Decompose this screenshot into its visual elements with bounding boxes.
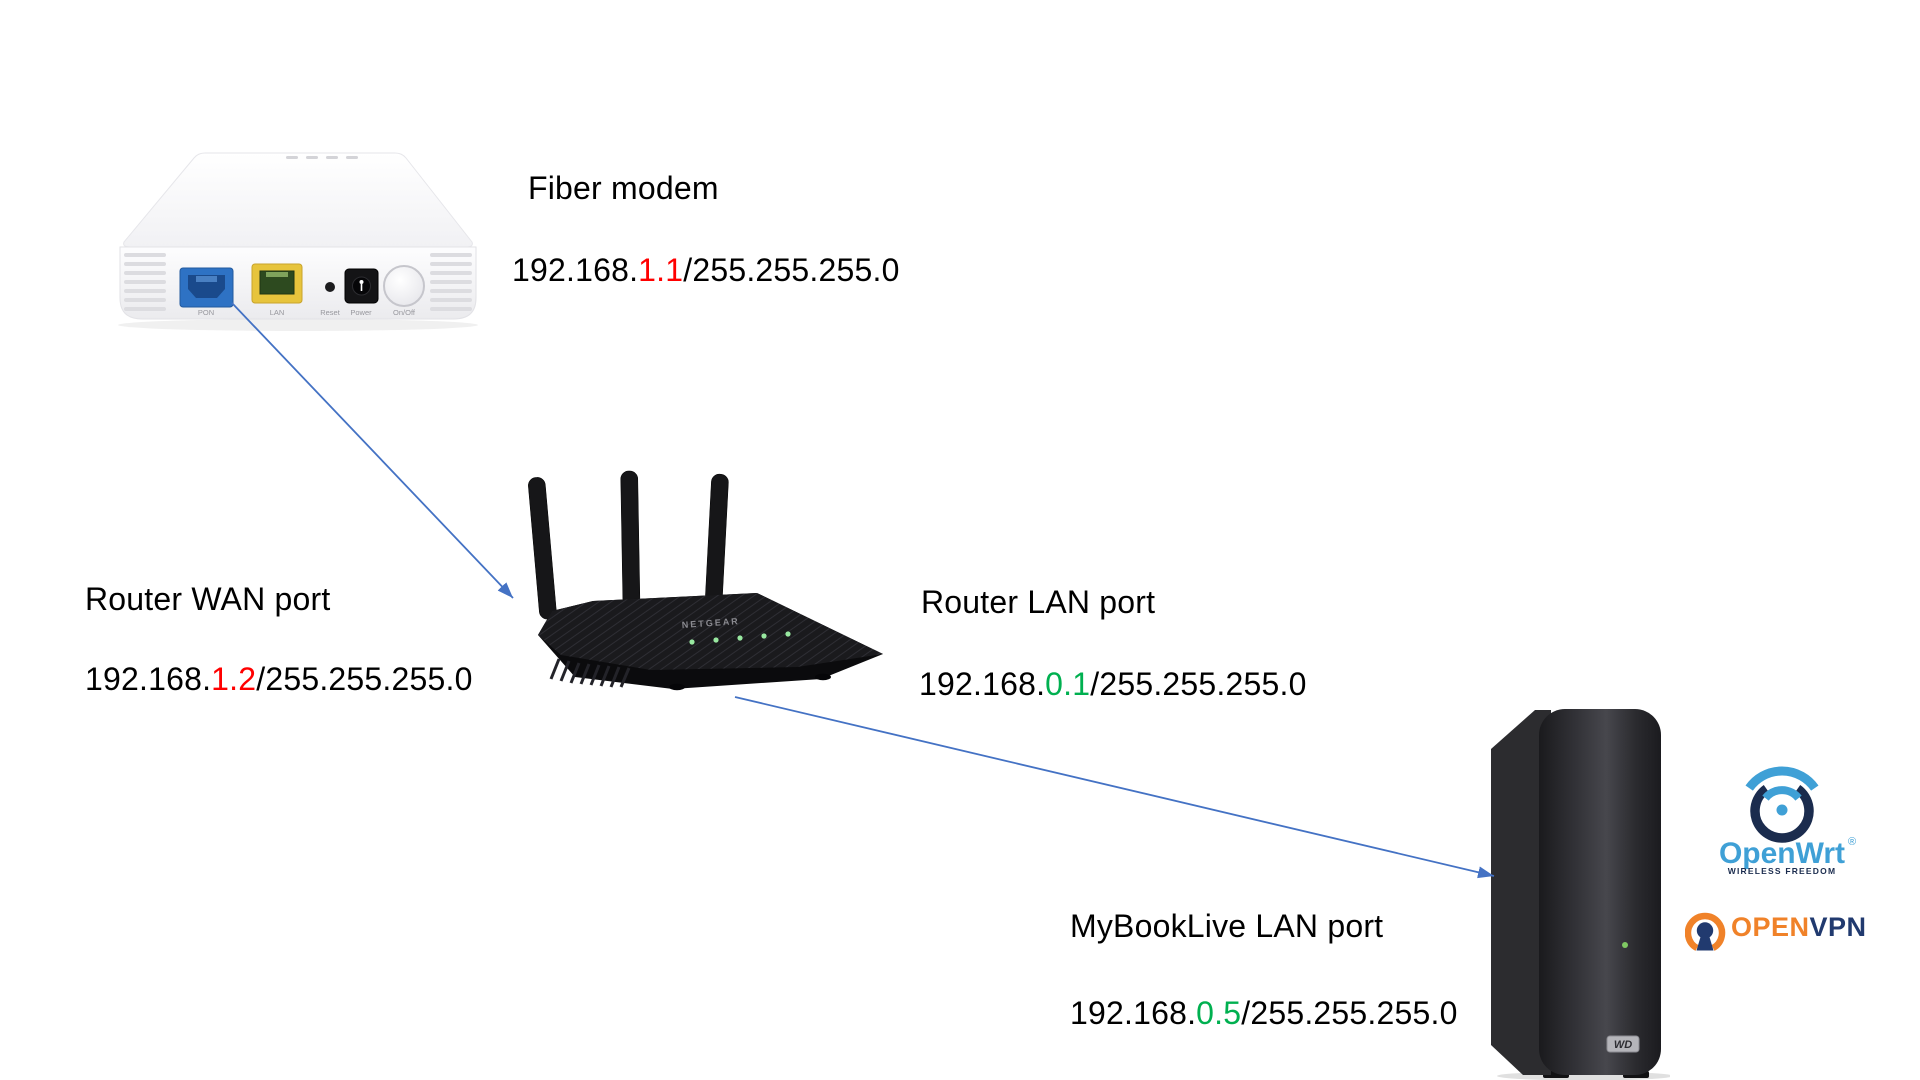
fiber-modem-ip: 192.168.1.1/255.255.255.0 (512, 252, 900, 289)
modem-indicator-marks (286, 156, 358, 159)
router-vent (549, 658, 631, 688)
svg-text:Power: Power (350, 308, 372, 317)
router-lan-label: Router LAN port (921, 584, 1156, 620)
router-foot (669, 683, 685, 691)
svg-text:LAN: LAN (270, 308, 285, 317)
openvpn-wordmark: OPENVPN (1731, 912, 1867, 942)
openwrt-registered-mark: ® (1848, 836, 1856, 848)
ip-prefix: 192.168. (919, 666, 1046, 702)
ip-prefix: 192.168. (512, 252, 639, 288)
openwrt-wordmark: OpenWrt (1719, 837, 1845, 870)
openwrt-wifi-icon (1745, 766, 1819, 843)
modem-onoff-button (383, 265, 425, 307)
svg-text:WD: WD (1614, 1039, 1632, 1051)
modem-vents-right (430, 253, 472, 311)
router-lan-ip: 192.168.0.1/255.255.255.0 (919, 666, 1307, 703)
ip-prefix: 192.168. (1070, 995, 1197, 1031)
ip-highlight: 0.5 (1196, 995, 1242, 1031)
nas-front (1539, 709, 1661, 1075)
fiber-modem-image: PON LAN Reset Power On/Off (118, 152, 478, 331)
modem-top-face (123, 152, 473, 248)
ip-suffix: /255.255.255.0 (1090, 666, 1307, 702)
modem-lan-port (251, 263, 303, 304)
modem-pon-port (179, 267, 234, 308)
ip-suffix: /255.255.255.0 (1241, 995, 1458, 1031)
modem-vents-left (124, 253, 166, 311)
svg-text:On/Off: On/Off (393, 308, 416, 317)
openvpn-keyhole-icon (1685, 912, 1726, 951)
router-top-surface (538, 593, 883, 670)
mybooklive-label: MyBookLive LAN port (1070, 908, 1384, 944)
router-brand-text: NETGEAR (682, 616, 741, 630)
modem-shadow (118, 319, 478, 331)
router-antennas (528, 470, 729, 620)
router-image: NETGEAR (528, 470, 883, 691)
fiber-modem-label: Fiber modem (528, 170, 719, 206)
ip-prefix: 192.168. (85, 661, 212, 697)
modem-power-jack (344, 268, 379, 304)
openvpn-logo: OPENVPN (1685, 912, 1867, 951)
ip-highlight: 1.1 (638, 252, 684, 288)
ip-suffix: /255.255.255.0 (683, 252, 900, 288)
modem-reset-hole (325, 282, 335, 292)
ip-highlight: 1.2 (211, 661, 257, 697)
openwrt-tagline: WIRELESS FREEDOM (1728, 866, 1836, 876)
svg-text:PON: PON (198, 308, 214, 317)
ip-highlight: 0.1 (1045, 666, 1091, 702)
nas-image: WD (1491, 709, 1670, 1080)
openwrt-logo: OpenWrt ® WIRELESS FREEDOM (1719, 766, 1856, 876)
router-wan-label: Router WAN port (85, 581, 331, 617)
router-wan-ip: 192.168.1.2/255.255.255.0 (85, 661, 473, 698)
arrow-router-to-nas (734, 696, 1495, 879)
router-foot (815, 673, 831, 681)
router-leds (689, 631, 791, 645)
nas-brand-badge: WD (1606, 1035, 1640, 1053)
nas-side-panel (1491, 710, 1551, 1075)
nas-led (1622, 942, 1628, 948)
ip-suffix: /255.255.255.0 (256, 661, 473, 697)
arrow-modem-to-router (231, 302, 514, 599)
svg-text:Reset: Reset (320, 308, 341, 317)
mybooklive-ip: 192.168.0.5/255.255.255.0 (1070, 995, 1458, 1032)
